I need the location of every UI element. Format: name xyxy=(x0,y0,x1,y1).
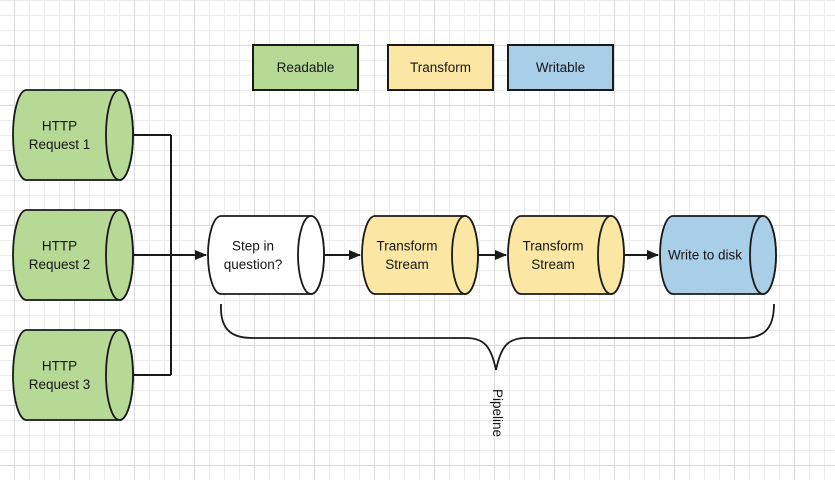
pipeline-annotation: Pipeline xyxy=(220,303,775,437)
node-step-in-question: Step in question? xyxy=(207,215,325,295)
cylinder-cap xyxy=(297,215,325,295)
node-http-request-2: HTTP Request 2 xyxy=(12,209,134,301)
node-label-line2: question? xyxy=(224,257,283,272)
legend-item-transform: Transform xyxy=(387,44,494,91)
legend-label-readable: Readable xyxy=(277,60,335,75)
node-write-to-disk: Write to disk xyxy=(659,215,777,295)
node-transform-stream-1: Transform Stream xyxy=(361,215,479,295)
node-transform-stream-2: Transform Stream xyxy=(507,215,625,295)
legend: Readable Transform Writable xyxy=(252,44,614,91)
node-label-line1: HTTP xyxy=(42,239,77,254)
legend-swatch-writable xyxy=(507,44,614,91)
node-http-request-1: HTTP Request 1 xyxy=(12,89,134,181)
node-label-line2: Request 1 xyxy=(29,137,91,152)
cylinder-cap xyxy=(105,329,134,421)
pipeline-brace xyxy=(220,303,775,371)
legend-item-readable: Readable xyxy=(252,44,359,91)
legend-swatch-readable xyxy=(252,44,359,91)
node-label-line2: Stream xyxy=(531,257,575,272)
cylinder-cap xyxy=(105,209,134,301)
pipeline-label: Pipeline xyxy=(490,389,505,437)
cylinder-cap xyxy=(451,215,479,295)
node-http-request-3: HTTP Request 3 xyxy=(12,329,134,421)
legend-item-writable: Writable xyxy=(507,44,614,91)
merge-connectors xyxy=(133,134,207,376)
cylinder-cap xyxy=(597,215,625,295)
node-label-line1: Transform xyxy=(522,239,583,254)
node-label-line2: Stream xyxy=(385,257,429,272)
node-label-line1: HTTP xyxy=(42,119,77,134)
cylinder-cap xyxy=(105,89,134,181)
legend-swatch-transform xyxy=(387,44,494,91)
node-label-line2: Request 2 xyxy=(29,257,91,272)
node-label-line1: Transform xyxy=(376,239,437,254)
node-label-line1: Step in xyxy=(232,239,274,254)
cylinder-cap xyxy=(749,215,777,295)
legend-label-writable: Writable xyxy=(536,60,585,75)
node-label-line1: HTTP xyxy=(42,359,77,374)
legend-label-transform: Transform xyxy=(410,60,471,75)
node-label-line2: Request 3 xyxy=(29,377,91,392)
node-label: Write to disk xyxy=(668,248,742,263)
